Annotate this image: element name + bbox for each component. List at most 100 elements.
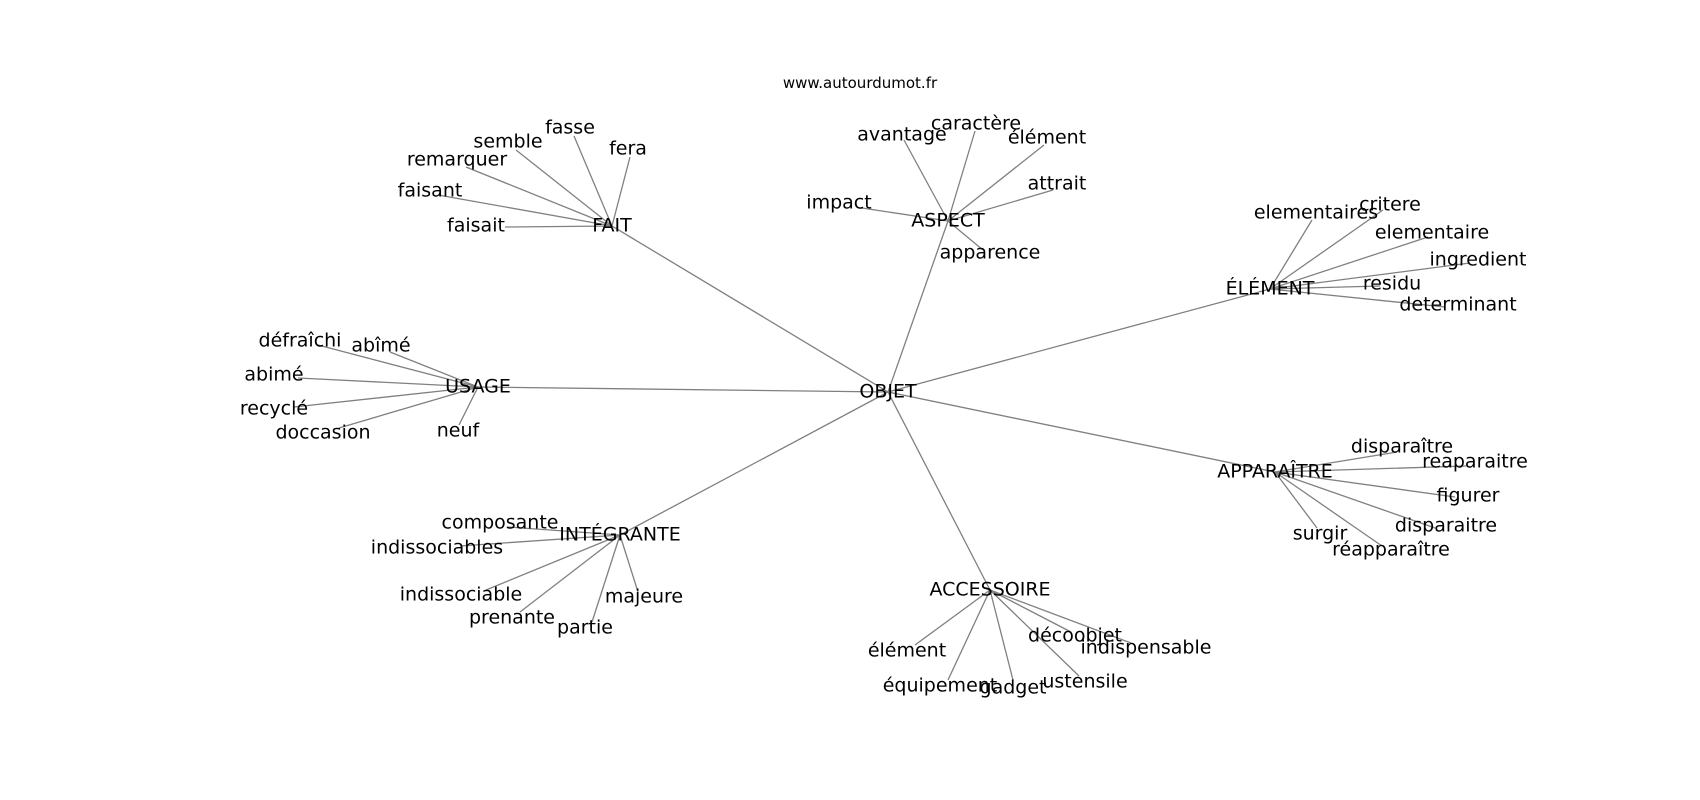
edge-apparaitre-0: [1274, 451, 1398, 473]
word-node-label: disparaître: [1351, 436, 1453, 458]
edge-element-0: [1269, 219, 1313, 290]
word-node-label: figurer: [1437, 485, 1500, 507]
word-node-label: indissociables: [371, 537, 503, 559]
edge-fait-0: [573, 135, 613, 227]
word-node-label: défraîchi: [259, 330, 342, 352]
word-node-label: gadget: [980, 677, 1047, 699]
edge-center-element: [887, 288, 1271, 393]
word-node-label: residu: [1363, 273, 1421, 295]
edge-center-aspect: [887, 220, 949, 393]
edge-integrante-4: [591, 534, 621, 623]
edge-fait-3: [465, 166, 613, 227]
word-node-label: caractère: [931, 113, 1021, 135]
word-node-label: doccasion: [275, 422, 370, 444]
edge-center-accessoire: [887, 391, 991, 591]
edge-aspect-2: [947, 144, 1045, 222]
word-node-label: surgir: [1293, 523, 1348, 545]
word-node-label: indissociable: [400, 584, 522, 606]
edge-element-3: [1269, 262, 1471, 290]
edge-accessoire-2: [989, 589, 1014, 681]
word-node-label: faisant: [398, 180, 463, 202]
edge-usage-5: [458, 386, 479, 426]
edge-fait-1: [611, 156, 631, 227]
word-node-label: elementaires: [1254, 202, 1378, 224]
hub-node-label-aspect: ASPECT: [911, 210, 985, 232]
edge-fait-2: [515, 149, 613, 227]
word-node-label: ingredient: [1430, 249, 1527, 271]
word-node-label: réapparaître: [1332, 539, 1450, 561]
edge-usage-0: [317, 344, 479, 388]
edge-apparaitre-5: [1274, 471, 1383, 547]
word-node-label: apparence: [940, 242, 1041, 264]
edge-element-4: [1269, 285, 1381, 290]
edge-integrante-1: [459, 534, 621, 547]
edge-accessoire-1: [947, 589, 991, 681]
word-node-label: neuf: [437, 420, 481, 442]
edge-center-fait: [611, 225, 889, 393]
edge-fait-5: [504, 225, 613, 228]
word-node-label: impact: [806, 192, 871, 214]
edge-aspect-0: [903, 139, 949, 222]
hub-node-label-usage: USAGE: [445, 376, 511, 398]
edge-integrante-0: [507, 526, 621, 536]
word-node-label: faisait: [447, 215, 505, 237]
center-node-label: OBJET: [859, 381, 917, 403]
edge-accessoire-5: [989, 589, 1132, 644]
word-node-label: recyclé: [240, 398, 308, 420]
hub-node-label-fait: FAIT: [592, 215, 632, 237]
word-node-label: élément: [868, 640, 946, 662]
word-node-label: composante: [442, 512, 559, 534]
word-node-label: avantage: [857, 124, 946, 146]
source-url: www.autourdumot.fr: [783, 74, 938, 92]
edge-integrante-5: [619, 534, 639, 593]
edge-element-2: [1269, 236, 1429, 290]
hub-node-label-accessoire: ACCESSOIRE: [929, 579, 1050, 601]
edge-fait-4: [437, 194, 613, 227]
hub-node-label-element: ÉLÉMENT: [1226, 277, 1315, 300]
word-node-label: indispensable: [1081, 637, 1212, 659]
word-node-label: fasse: [545, 117, 595, 139]
word-node-label: abimé: [244, 364, 303, 386]
word-node-label: équipement: [883, 675, 998, 697]
edge-accessoire-0: [914, 589, 991, 646]
edge-element-5: [1269, 288, 1446, 308]
edge-aspect-5: [947, 220, 984, 251]
edge-usage-3: [293, 386, 479, 408]
word-node-label: elementaire: [1375, 222, 1489, 244]
hub-node-label-apparaitre: APPARAÎTRE: [1217, 460, 1333, 483]
word-node-label: prenante: [469, 607, 555, 629]
edge-apparaitre-1: [1274, 465, 1467, 473]
edge-aspect-4: [861, 207, 949, 222]
word-node-label: disparaitre: [1395, 515, 1497, 537]
word-node-label: décoobjet: [1028, 625, 1122, 647]
graph-edges: [293, 130, 1471, 681]
word-node-label: attrait: [1028, 173, 1087, 195]
edge-usage-1: [389, 351, 479, 388]
edge-aspect-1: [947, 130, 976, 222]
edge-apparaitre-2: [1274, 471, 1456, 498]
edge-accessoire-4: [989, 589, 1072, 633]
edge-integrante-2: [485, 534, 621, 591]
edge-usage-2: [297, 377, 479, 388]
word-node-label: élément: [1008, 127, 1086, 149]
word-node-label: ustensile: [1042, 671, 1127, 693]
word-node-label: determinant: [1399, 294, 1516, 316]
hub-node-label-integrante: INTÉGRANTE: [559, 523, 680, 546]
edge-center-usage: [477, 386, 889, 393]
edge-aspect-3: [947, 189, 1054, 222]
edge-center-integrante: [619, 391, 889, 536]
word-node-label: remarquer: [407, 149, 508, 171]
word-node-label: semble: [473, 131, 542, 153]
edge-apparaitre-4: [1274, 471, 1318, 529]
edge-integrante-3: [519, 534, 621, 613]
edge-apparaitre-3: [1274, 471, 1436, 529]
word-node-label: fera: [609, 138, 647, 160]
word-node-label: abîmé: [351, 335, 410, 357]
edge-usage-4: [338, 386, 479, 429]
edge-element-1: [1269, 209, 1384, 290]
word-node-label: majeure: [605, 586, 683, 608]
word-node-label: partie: [557, 617, 613, 639]
word-node-label: reaparaitre: [1422, 451, 1528, 473]
